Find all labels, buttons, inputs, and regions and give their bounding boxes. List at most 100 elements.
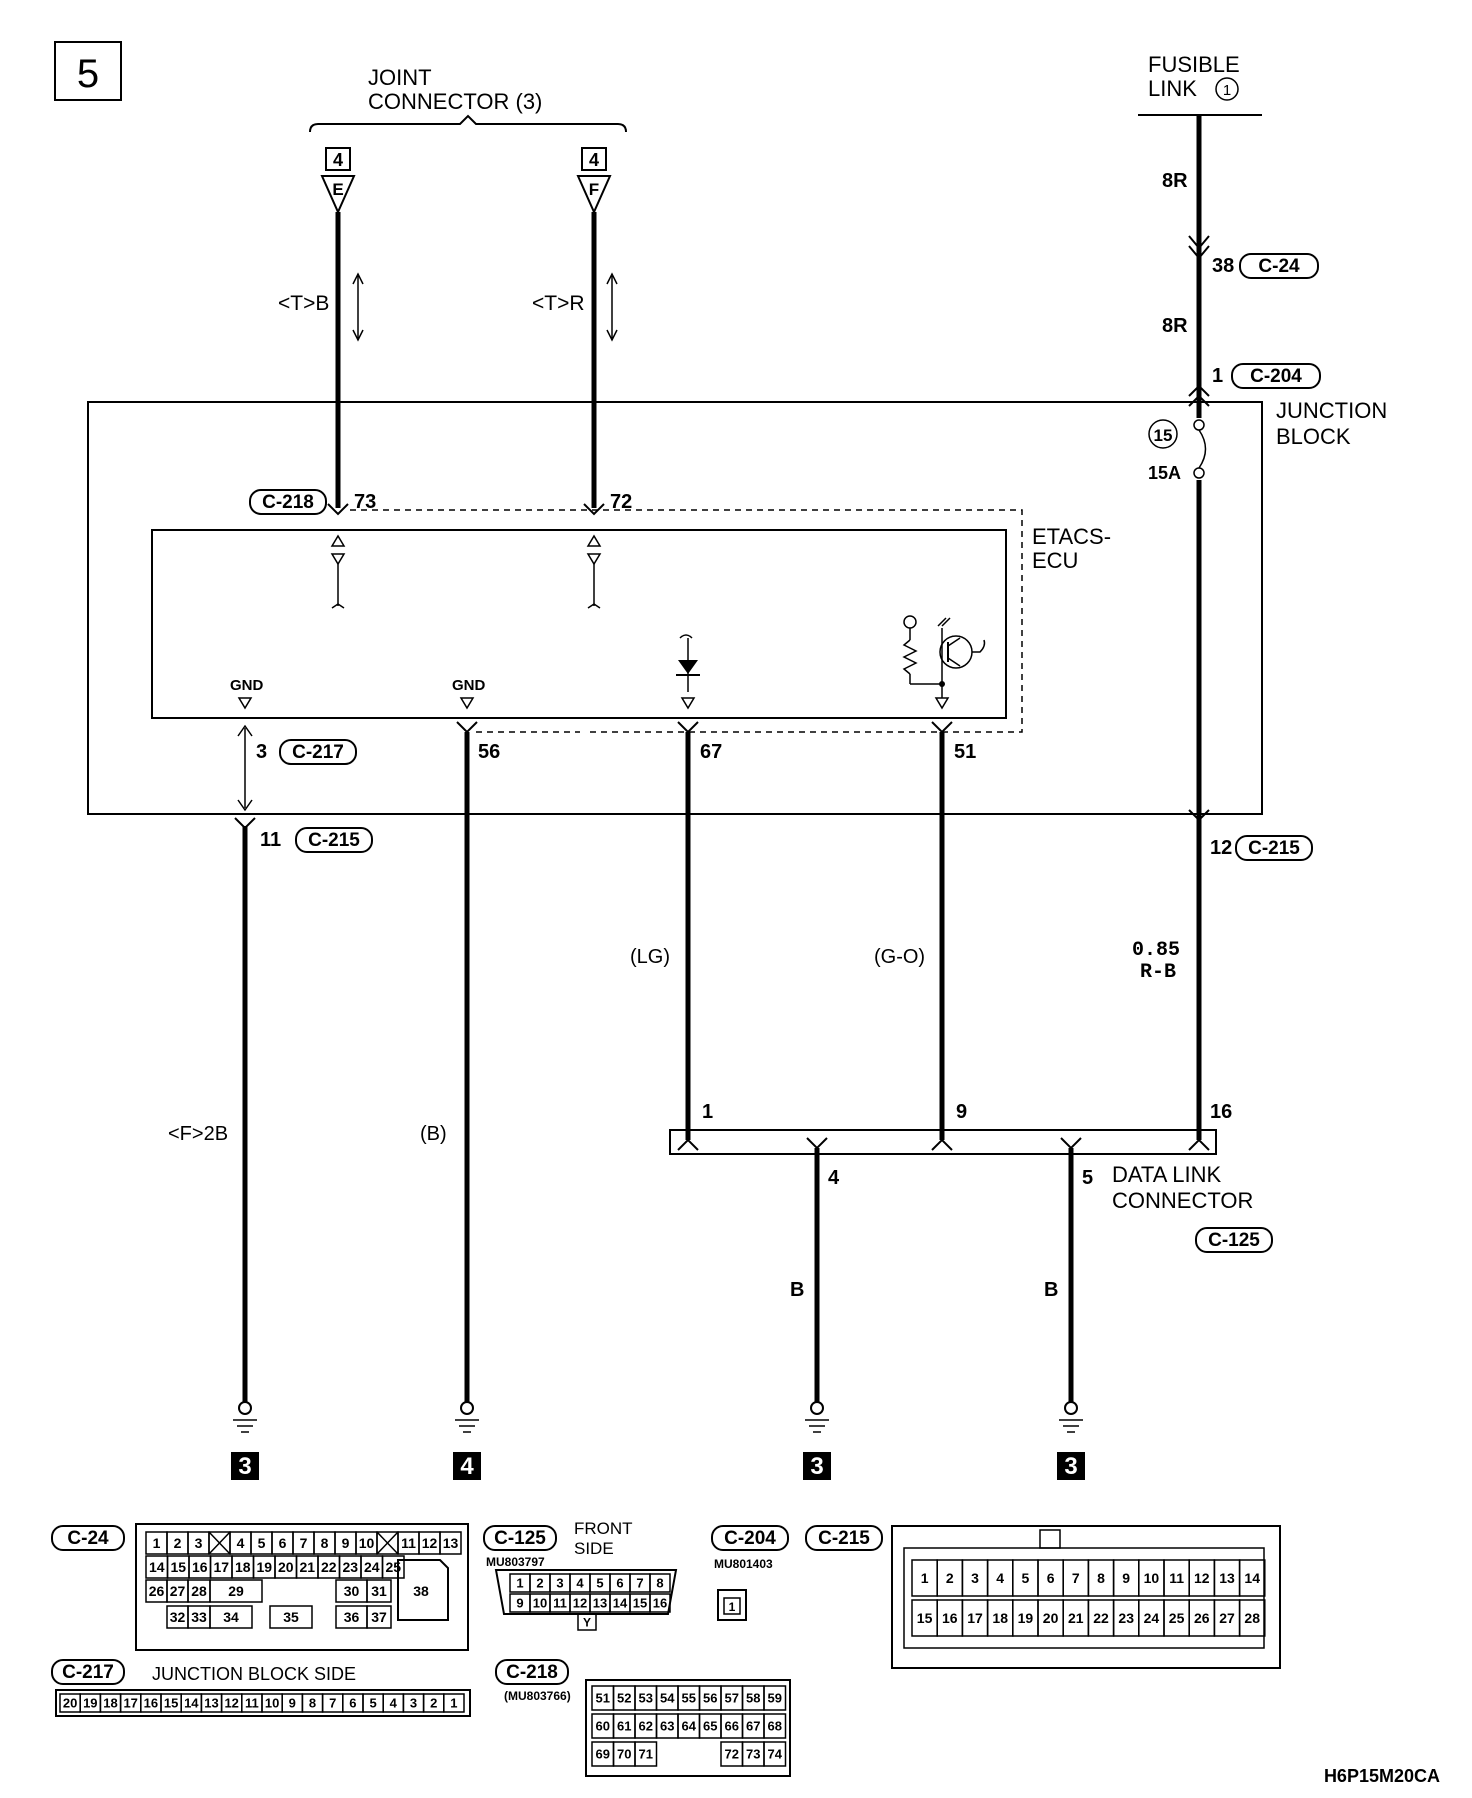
wire-rb-size: 0.85 xyxy=(1132,939,1180,962)
cv-c24-badge xyxy=(51,1525,125,1551)
fuse-rating: 15A xyxy=(1148,463,1181,483)
junction-block-title-2: BLOCK xyxy=(1276,424,1351,449)
cv-c218-pin: 57 xyxy=(725,1691,739,1706)
cv-c24-label: C-24 xyxy=(67,1528,109,1549)
ground-icon xyxy=(233,1419,257,1433)
cv-c217-pin: 12 xyxy=(224,1696,238,1711)
junction-block-title-1: JUNCTION xyxy=(1276,398,1387,423)
pin-38: 38 xyxy=(1212,255,1234,277)
fusible-link-title-2: LINK xyxy=(1148,76,1197,101)
cv-c125-key-cell xyxy=(577,1613,597,1631)
cv-c24-cross xyxy=(208,1531,231,1555)
pin-56: 56 xyxy=(478,741,500,763)
dlc-pin-9-chevron xyxy=(931,1138,953,1151)
cv-c215-pin: 8 xyxy=(1097,1570,1105,1586)
conn-c204-badge xyxy=(1231,363,1321,389)
ground-point-badge xyxy=(231,1452,259,1480)
cv-c125-pin: 3 xyxy=(556,1576,563,1591)
cv-c218-pin: 69 xyxy=(596,1747,610,1762)
ground-terminal xyxy=(810,1401,824,1415)
cv-c218-pin: 61 xyxy=(617,1719,631,1734)
cv-c217-pin: 17 xyxy=(123,1696,137,1711)
cv-c24-pin-cell xyxy=(209,1579,263,1603)
cv-c24-pin: 1 xyxy=(153,1535,161,1551)
cv-c215-pin: 9 xyxy=(1122,1570,1130,1586)
pin-11-chevron xyxy=(234,817,256,830)
cv-c24-pin: 16 xyxy=(192,1559,208,1575)
pin-12: 12 xyxy=(1210,837,1232,859)
cv-c215-pin: 2 xyxy=(946,1570,954,1586)
cv-c215-pin-cell xyxy=(1238,1559,1266,1597)
cv-c218-pin: 71 xyxy=(639,1747,653,1762)
wire-go-label: (G-O) xyxy=(874,946,925,968)
cv-c215-pin: 5 xyxy=(1022,1570,1030,1586)
cv-c217-pin: 13 xyxy=(204,1696,218,1711)
wire-b-paren-label: (B) xyxy=(420,1123,447,1145)
cv-c125-badge xyxy=(483,1525,557,1551)
cv-c218-pin: 68 xyxy=(768,1719,782,1734)
cv-c125-pin: 14 xyxy=(613,1596,628,1611)
cv-c204-cell xyxy=(723,1597,741,1615)
ground-point-badge xyxy=(453,1452,481,1480)
cv-c215-pin: 4 xyxy=(996,1570,1004,1586)
cv-c218-pin: 59 xyxy=(768,1691,782,1706)
cv-c24-pin: 5 xyxy=(258,1535,266,1551)
conn-c217-label: C-217 xyxy=(292,742,344,763)
conn-c215-label-a: C-215 xyxy=(308,830,360,851)
cv-c218-pin: 65 xyxy=(703,1719,717,1734)
cv-c125-pin: 11 xyxy=(553,1596,567,1611)
cv-c217-pin: 20 xyxy=(63,1696,77,1711)
cv-c217-pin: 4 xyxy=(390,1696,398,1711)
cv-c125-pin: 10 xyxy=(533,1596,547,1611)
cv-c125-pin: 9 xyxy=(516,1596,523,1611)
ground-point-num: 3 xyxy=(810,1453,823,1480)
cv-c125-housing xyxy=(494,1569,678,1615)
cv-c218-pin: 60 xyxy=(596,1719,610,1734)
joint-pin-right-triangle xyxy=(576,175,612,215)
cv-c24-pin: 35 xyxy=(283,1609,299,1625)
wire-f2b-label: <F>2B xyxy=(168,1123,228,1145)
conn-c24-label: C-24 xyxy=(1258,256,1300,277)
cv-c218-pin: 53 xyxy=(639,1691,653,1706)
cv-c125-pin: 13 xyxy=(593,1596,607,1611)
cv-c217-pin: 3 xyxy=(410,1696,417,1711)
cv-c215-pin: 7 xyxy=(1072,1570,1080,1586)
cv-c215-pin: 10 xyxy=(1144,1570,1160,1586)
cv-c217-pin: 10 xyxy=(265,1696,279,1711)
dlc-pin-1: 1 xyxy=(702,1101,713,1123)
transistor-icon xyxy=(902,615,986,710)
cv-c24-pin: 4 xyxy=(237,1535,245,1551)
cv-c218-part: (MU803766) xyxy=(504,1689,571,1703)
cv-c125-label: C-125 xyxy=(494,1528,546,1549)
cv-c215-housing xyxy=(891,1525,1281,1669)
cv-c217-pin-cell xyxy=(443,1693,465,1713)
cv-c215-pin: 24 xyxy=(1144,1610,1160,1626)
cv-c24-pin-cell xyxy=(366,1605,392,1629)
dlc-title-2: CONNECTOR xyxy=(1112,1188,1253,1213)
wire-8r-top: 8R xyxy=(1162,170,1188,192)
page-number: 5 xyxy=(77,52,99,96)
cv-c218-pin-cell xyxy=(763,1685,787,1711)
joint-pin-left-ref: 4 xyxy=(333,150,343,170)
ground-terminal xyxy=(460,1401,474,1415)
cv-c125-pin: 12 xyxy=(573,1596,587,1611)
cv-c215-pin: 25 xyxy=(1169,1610,1185,1626)
cv-c218-pin: 54 xyxy=(660,1691,675,1706)
cv-c218-pin: 55 xyxy=(682,1691,696,1706)
cv-c204-label: C-204 xyxy=(724,1528,776,1549)
cv-c215-pin: 12 xyxy=(1194,1570,1210,1586)
cv-c217-housing xyxy=(55,1689,471,1717)
conn-c218-label: C-218 xyxy=(262,492,314,513)
dlc-pin-5-chevron xyxy=(1060,1137,1082,1150)
pin-1-c204: 1 xyxy=(1212,365,1223,387)
ground-icon xyxy=(455,1419,479,1433)
pin-11: 11 xyxy=(260,829,281,851)
cv-c24-pin: 10 xyxy=(359,1535,375,1551)
cv-c218-pin: 73 xyxy=(746,1747,760,1762)
wire-b1-label: B xyxy=(790,1279,804,1301)
cv-c215-pin: 22 xyxy=(1093,1610,1109,1626)
pin-67: 67 xyxy=(700,741,722,763)
pin-56-chevron xyxy=(456,721,478,734)
cv-c24-cross xyxy=(376,1531,399,1555)
cv-c24-pin-cell xyxy=(439,1531,462,1555)
